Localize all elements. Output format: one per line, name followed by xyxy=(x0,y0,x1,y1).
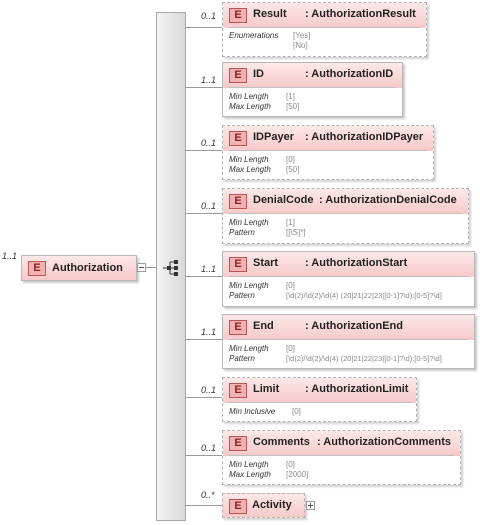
element-name: Activity xyxy=(252,499,292,511)
facet-label: Min Length xyxy=(229,155,269,164)
element-badge-icon: E xyxy=(229,131,247,146)
element-comments[interactable]: E Comments : AuthorizationComments Min L… xyxy=(222,430,461,485)
facet-label: Pattern xyxy=(229,228,255,237)
element-badge-icon: E xyxy=(229,68,247,83)
facet-value: [[\S]*] xyxy=(286,228,306,237)
facet-label: Min Length xyxy=(229,92,269,101)
facet-label: Max Length xyxy=(229,470,271,479)
element-type: : AuthorizationStart xyxy=(305,257,408,269)
element-name: IDPayer xyxy=(253,131,294,143)
element-limit[interactable]: E Limit : AuthorizationLimit Min Inclusi… xyxy=(222,377,417,422)
element-denialcode[interactable]: E DenialCode : AuthorizationDenialCode M… xyxy=(222,188,469,244)
facet-value: [0] xyxy=(286,155,295,164)
facet-value: [No] xyxy=(293,41,308,50)
root-connector xyxy=(146,267,156,268)
facet-label: Enumerations xyxy=(229,31,279,40)
element-name: Limit xyxy=(253,383,280,395)
element-name: Comments xyxy=(253,436,310,448)
root-element-box[interactable]: E Authorization xyxy=(21,255,137,281)
element-name: Result xyxy=(253,8,287,20)
child-multiplicity: 1..1 xyxy=(201,75,217,85)
facet-label: Min Length xyxy=(229,281,269,290)
root-element-name: Authorization xyxy=(52,262,123,274)
facet-value: [\d(2)/\d(2)/\d(4) (20|21|22|23|[0-1]?\d… xyxy=(286,291,442,300)
element-badge-icon: E xyxy=(229,499,247,514)
element-activity[interactable]: E Activity xyxy=(222,493,305,518)
facet-label: Pattern xyxy=(229,291,255,300)
minus-collapse-icon[interactable] xyxy=(137,263,146,272)
element-badge-icon: E xyxy=(229,257,247,272)
facet-value: [0] xyxy=(286,344,295,353)
facet-label: Min Length xyxy=(229,344,269,353)
root-multiplicity: 1..1 xyxy=(2,251,18,261)
facet-value: [\d(2)/\d(2)/\d(4) (20|21|22|23|[0-1]?\d… xyxy=(286,354,442,363)
element-type: : AuthorizationID xyxy=(305,68,394,80)
child-connector xyxy=(186,213,222,214)
element-start[interactable]: E Start : AuthorizationStart Min Length … xyxy=(222,251,475,307)
facet-label: Min Length xyxy=(229,218,269,227)
element-type: : AuthorizationIDPayer xyxy=(305,131,424,143)
child-connector xyxy=(186,87,222,88)
facet-value: [50] xyxy=(286,102,300,111)
facet-label: Max Length xyxy=(229,165,271,174)
element-badge-icon: E xyxy=(28,261,46,276)
facet-value: [0] xyxy=(292,407,301,416)
element-type: : AuthorizationResult xyxy=(305,8,416,20)
element-badge-icon: E xyxy=(229,320,247,335)
child-connector xyxy=(186,455,222,456)
child-connector xyxy=(186,339,222,340)
element-name: DenialCode xyxy=(253,194,314,206)
element-type: : AuthorizationEnd xyxy=(305,320,403,332)
element-badge-icon: E xyxy=(229,194,247,209)
element-result[interactable]: E Result : AuthorizationResult Enumerati… xyxy=(222,2,427,57)
facet-value: [1] xyxy=(286,218,295,227)
element-badge-icon: E xyxy=(229,8,247,23)
element-id[interactable]: E ID : AuthorizationID Min Length [1] Ma… xyxy=(222,62,403,117)
child-multiplicity: 0..* xyxy=(201,490,215,500)
facet-label: Max Length xyxy=(229,102,271,111)
child-multiplicity: 1..1 xyxy=(201,327,217,337)
child-connector xyxy=(186,150,222,151)
child-connector xyxy=(186,27,222,28)
element-type: : AuthorizationLimit xyxy=(305,383,409,395)
element-name: Start xyxy=(253,257,279,269)
sequence-compositor-icon xyxy=(162,259,180,277)
element-idpayer[interactable]: E IDPayer : AuthorizationIDPayer Min Len… xyxy=(222,125,434,180)
child-connector xyxy=(186,505,222,506)
child-multiplicity: 0..1 xyxy=(201,138,217,148)
facet-value: [0] xyxy=(286,281,295,290)
child-multiplicity: 0..1 xyxy=(201,443,217,453)
facet-value: [1] xyxy=(286,92,295,101)
element-name: ID xyxy=(253,68,264,80)
facet-value: [0] xyxy=(286,460,295,469)
facet-value: [2000] xyxy=(286,470,309,479)
element-end[interactable]: E End : AuthorizationEnd Min Length [0] … xyxy=(222,314,475,369)
child-multiplicity: 1..1 xyxy=(201,264,217,274)
element-type: : AuthorizationDenialCode xyxy=(319,194,457,206)
child-multiplicity: 0..1 xyxy=(201,201,217,211)
child-connector xyxy=(186,276,222,277)
plus-expand-icon[interactable] xyxy=(306,501,315,510)
facet-label: Pattern xyxy=(229,354,255,363)
child-connector xyxy=(186,397,222,398)
facet-label: Min Length xyxy=(229,460,269,469)
element-type: : AuthorizationComments xyxy=(317,436,452,448)
element-name: End xyxy=(253,320,274,332)
facet-value: [50] xyxy=(286,165,300,174)
facet-label: Min Inclusive xyxy=(229,407,276,416)
element-badge-icon: E xyxy=(229,436,247,451)
facet-value: [Yes] xyxy=(293,31,311,40)
element-badge-icon: E xyxy=(229,383,247,398)
child-multiplicity: 0..1 xyxy=(201,11,217,21)
child-multiplicity: 0..1 xyxy=(201,385,217,395)
